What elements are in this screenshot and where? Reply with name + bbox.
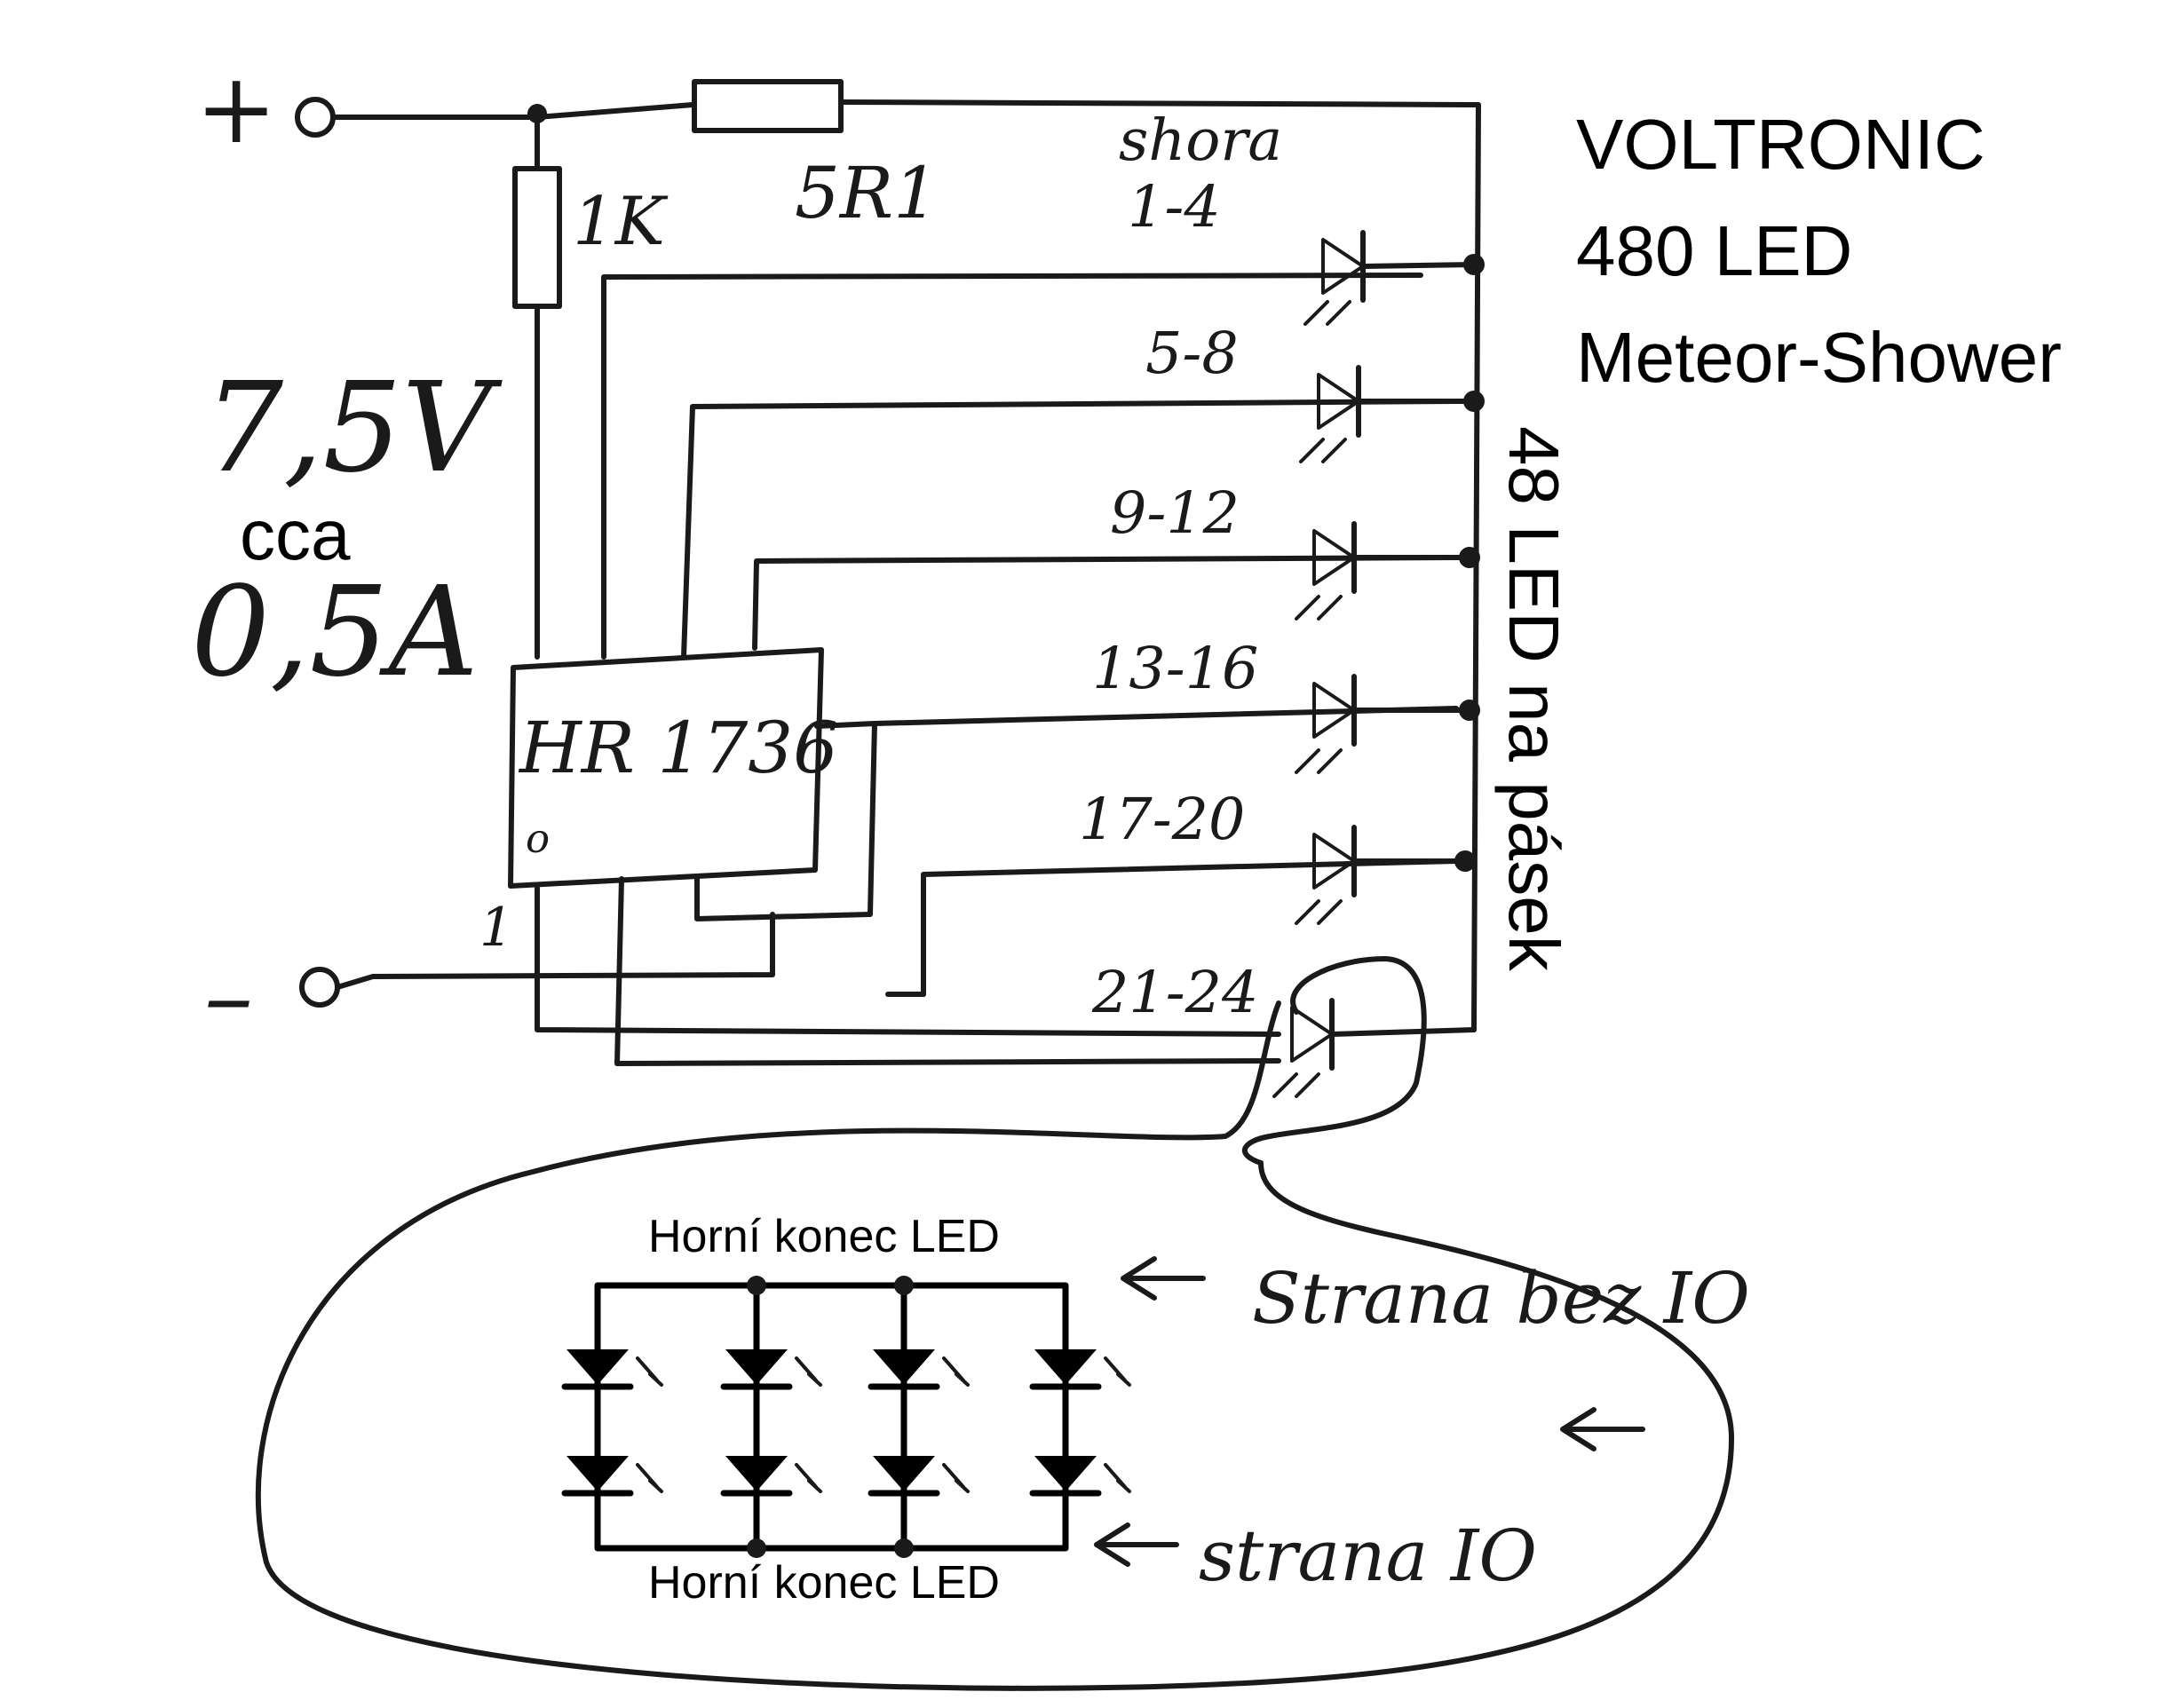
title-line-2: 480 LED (1576, 211, 1852, 290)
cca-label: cca (240, 495, 351, 574)
grid-led (1029, 1349, 1131, 1390)
led-row-5: 17-20 (1079, 787, 1476, 925)
ground-wire (335, 912, 775, 990)
led-row-6-label: 21-24 (1091, 960, 1258, 1026)
ic-pin1-label: 1 (479, 897, 513, 959)
wire-row-6-lower (535, 885, 1281, 1037)
detail-bottom-label: Horní konec LED (648, 1557, 1000, 1609)
wire-row-6 (614, 876, 1281, 1066)
grid-led (868, 1349, 970, 1390)
title-line-1: VOLTRONIC (1576, 105, 1985, 184)
supply-rail (838, 99, 1481, 1032)
led-row-4: 13-16 (1092, 636, 1480, 774)
arrow-no-io (1121, 1256, 1206, 1301)
side-label: 48 LED na pásek (1494, 426, 1573, 972)
led-row-1-label: 1-4 (1128, 174, 1221, 241)
grid-led (720, 1456, 822, 1497)
plus-terminal: + (195, 51, 336, 165)
led-arrows (1299, 438, 1347, 463)
grid-junction (747, 1538, 766, 1558)
led-triangle (1317, 373, 1360, 430)
led-triangle (1312, 833, 1356, 890)
led-row-6: 21-24 (1091, 960, 1477, 1098)
grid-junction (747, 1276, 766, 1295)
callout-loop-upper (1241, 956, 1427, 1166)
wire-row-5 (921, 858, 1459, 997)
grid-junction (894, 1276, 914, 1295)
led-row-2-label: 5-8 (1145, 320, 1239, 387)
junction-dot (527, 104, 547, 123)
led-row-1: shora 1-4 (1119, 107, 1485, 326)
plus-sign: + (195, 51, 277, 165)
led-arrows (1303, 300, 1351, 326)
minus-terminal-circle (299, 967, 340, 1008)
grid-led (720, 1349, 822, 1390)
led-arrows (1295, 595, 1343, 621)
led-arrows (1295, 748, 1343, 774)
arrow-middle (1560, 1407, 1645, 1451)
wire-row-4-loop (694, 721, 877, 921)
led-grid-columns (753, 1282, 907, 1552)
side-io-label: strana IO (1199, 1514, 1537, 1597)
grid-led (561, 1349, 663, 1390)
resistor-1k (512, 166, 562, 309)
ic-pin-mark: o (526, 815, 550, 862)
led-wire (1360, 262, 1477, 269)
led-row-2: 5-8 (1145, 320, 1485, 463)
ic-body (508, 647, 824, 889)
minus-terminal: – (204, 939, 340, 1053)
led-triangle (1290, 1006, 1334, 1063)
wire-row-1 (601, 273, 1423, 660)
led-row-5-label: 17-20 (1079, 787, 1245, 853)
grid-led (868, 1456, 970, 1497)
arrow-io (1094, 1522, 1179, 1567)
grid-junction (894, 1538, 914, 1558)
supply-wire-left (330, 102, 695, 120)
led-arrows (1272, 1072, 1320, 1098)
plus-terminal-circle (295, 97, 336, 138)
led-row-1-note: shora (1119, 107, 1282, 174)
led-grid (561, 1276, 1131, 1558)
voltage-label: 7,5V (204, 356, 503, 501)
grid-led (561, 1456, 663, 1497)
led-triangle (1312, 529, 1356, 586)
grid-led (1029, 1456, 1131, 1497)
detail-top-label: Horní konec LED (648, 1211, 1000, 1262)
resistor-1k-label: 1K (573, 182, 669, 260)
current-label: 0,5A (191, 560, 479, 705)
led-row-3-label: 9-12 (1110, 480, 1240, 547)
led-row-3: 9-12 (1110, 480, 1480, 621)
led-arrows (1295, 899, 1343, 925)
led-triangle (1321, 238, 1365, 295)
led-row-4-label: 13-16 (1092, 636, 1258, 702)
wire-row-2 (681, 399, 1459, 660)
ic-label: HR 1736 (518, 707, 838, 789)
led-grid-frame (594, 1282, 1069, 1552)
title-line-3: Meteor-Shower (1576, 318, 2062, 397)
resistor-5r1-label: 5R1 (795, 152, 939, 234)
callout-loop-lower (255, 1000, 1734, 1691)
led-wire (1329, 1027, 1477, 1037)
led-triangle (1312, 682, 1356, 739)
wire-row-3 (752, 555, 1459, 651)
side-no-io-label: Strana bez IO (1252, 1257, 1750, 1340)
minus-sign: – (204, 939, 253, 1053)
resistor-5r1 (692, 79, 844, 133)
